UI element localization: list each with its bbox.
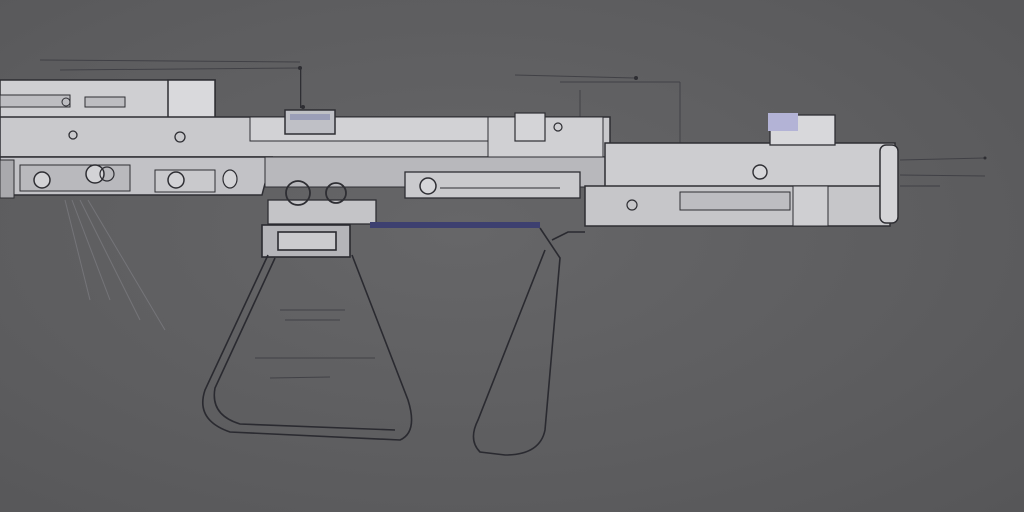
rear-receiver bbox=[0, 79, 216, 119]
shading-streaks bbox=[64, 199, 166, 331]
annotation-lines bbox=[39, 59, 986, 379]
front-grip bbox=[202, 224, 413, 441]
front-housing bbox=[584, 113, 899, 227]
lower-housing bbox=[0, 156, 273, 199]
rear-grip bbox=[472, 227, 585, 456]
mid-section bbox=[264, 156, 616, 228]
receiver-body bbox=[0, 109, 611, 158]
dimension-marks bbox=[298, 66, 987, 160]
